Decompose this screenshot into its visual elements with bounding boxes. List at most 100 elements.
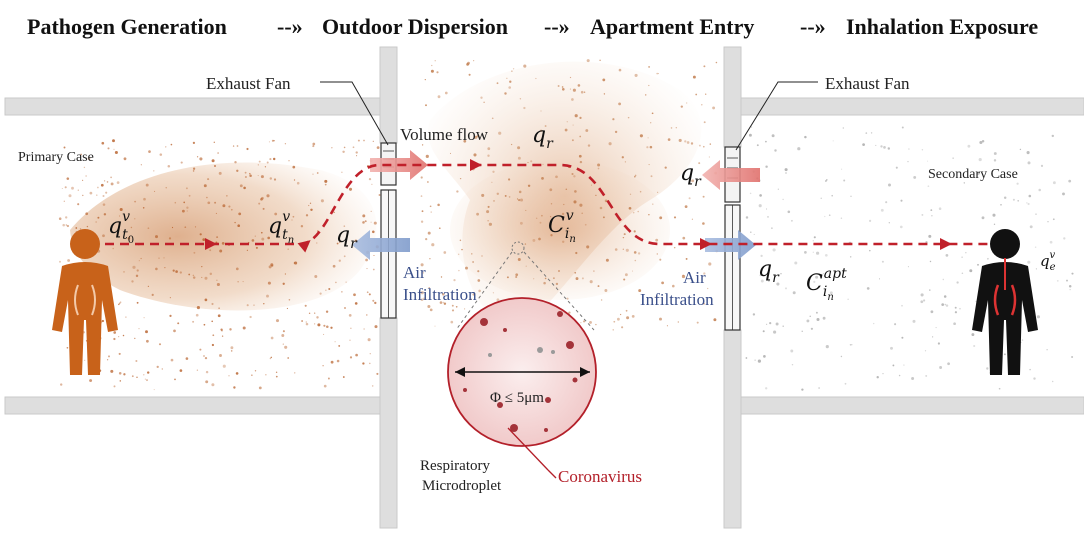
aerosol-particle [1066, 279, 1068, 282]
aerosol-particle [959, 307, 961, 310]
aerosol-particle [254, 235, 256, 237]
aerosol-particle [1051, 134, 1055, 138]
aerosol-particle [979, 140, 983, 145]
aerosol-particle [355, 353, 358, 357]
aerosol-particle [840, 355, 843, 358]
aerosol-particle [597, 285, 600, 288]
aerosol-particle [696, 321, 699, 324]
aerosol-particle [140, 257, 142, 260]
aerosol-particle [649, 145, 653, 149]
aerosol-particle [945, 254, 949, 257]
aerosol-particle [314, 323, 316, 325]
aerosol-particle [370, 221, 372, 223]
aerosol-particle [207, 178, 210, 181]
aerosol-particle [326, 325, 329, 329]
aerosol-particle [754, 359, 756, 361]
aerosol-particle [345, 281, 347, 283]
right-upper-wall [723, 46, 742, 148]
aerosol-particle [309, 202, 312, 204]
aerosol-particle [125, 316, 127, 318]
aerosol-particle [865, 132, 868, 134]
aerosol-particle [523, 64, 527, 68]
aerosol-particle [518, 190, 522, 194]
aerosol-particle [253, 304, 255, 306]
aerosol-particle [849, 256, 852, 258]
aerosol-particle [292, 165, 296, 169]
aerosol-particle [431, 64, 433, 67]
aerosol-particle [192, 167, 196, 170]
aerosol-particle [112, 247, 114, 250]
aerosol-particle [628, 206, 632, 210]
aerosol-particle [145, 330, 148, 334]
aerosol-particle [586, 59, 590, 63]
aerosol-particle [135, 274, 139, 278]
aerosol-particle [624, 273, 628, 277]
aerosol-particle [251, 239, 255, 242]
aerosol-particle [584, 223, 587, 226]
aerosol-particle [483, 101, 485, 103]
aerosol-particle [428, 287, 430, 289]
aerosol-particle [102, 203, 106, 206]
aerosol-particle [634, 175, 636, 178]
aerosol-particle [650, 175, 653, 178]
aerosol-particle [510, 143, 513, 146]
aerosol-particle [131, 280, 134, 283]
aerosol-particle [246, 249, 248, 251]
aerosol-particle [324, 179, 328, 183]
aerosol-particle [118, 372, 122, 375]
aerosol-particle [822, 316, 826, 320]
aerosol-particle [527, 162, 529, 164]
aerosol-particle [376, 372, 379, 375]
aerosol-particle [64, 186, 67, 189]
aerosol-particle [579, 160, 583, 164]
aerosol-particle [202, 238, 206, 242]
aerosol-particle [143, 317, 145, 319]
aerosol-particle [1033, 377, 1036, 380]
left-floor-wall [4, 396, 396, 415]
secondary-head [990, 229, 1020, 259]
aerosol-particle [481, 255, 483, 257]
aerosol-particle [423, 297, 426, 300]
aerosol-particle [308, 312, 311, 315]
aerosol-particle [324, 183, 327, 186]
aerosol-particle [118, 302, 121, 305]
aerosol-particle [372, 230, 375, 234]
aerosol-particle [924, 350, 927, 352]
aerosol-particle [637, 252, 641, 255]
aerosol-particle [1016, 182, 1019, 185]
aerosol-particle [110, 182, 114, 186]
aerosol-particle [119, 207, 123, 212]
aerosol-particle [319, 292, 322, 295]
aerosol-particle [316, 172, 319, 174]
aerosol-particle [300, 225, 304, 228]
aerosol-particle [536, 217, 538, 219]
aerosol-particle [661, 281, 664, 285]
aerosol-particle [597, 163, 601, 167]
aerosol-particle [296, 181, 300, 185]
aerosol-particle [354, 302, 358, 305]
aerosol-particle [369, 353, 371, 355]
aerosol-particle [509, 80, 512, 83]
aerosol-particle [199, 157, 203, 161]
aerosol-particle [659, 317, 662, 321]
aerosol-particle [353, 293, 356, 297]
aerosol-particle [506, 77, 508, 79]
aerosol-particle [140, 164, 142, 166]
aerosol-particle [251, 374, 253, 376]
aerosol-particle [424, 79, 426, 81]
aerosol-particle [158, 257, 160, 259]
aerosol-particle [866, 287, 870, 290]
aerosol-particle [780, 272, 782, 275]
coronavirus-label: Coronavirus [558, 467, 642, 486]
aerosol-particle [267, 236, 271, 240]
aerosol-particle [102, 195, 105, 197]
aerosol-particle [427, 304, 431, 309]
aerosol-particle [702, 195, 705, 198]
aerosol-particle [249, 315, 252, 319]
aerosol-particle [113, 148, 115, 150]
aerosol-particle [331, 147, 333, 149]
aerosol-particle [480, 96, 483, 99]
aerosol-particle [437, 203, 440, 207]
primary-body [52, 262, 118, 375]
